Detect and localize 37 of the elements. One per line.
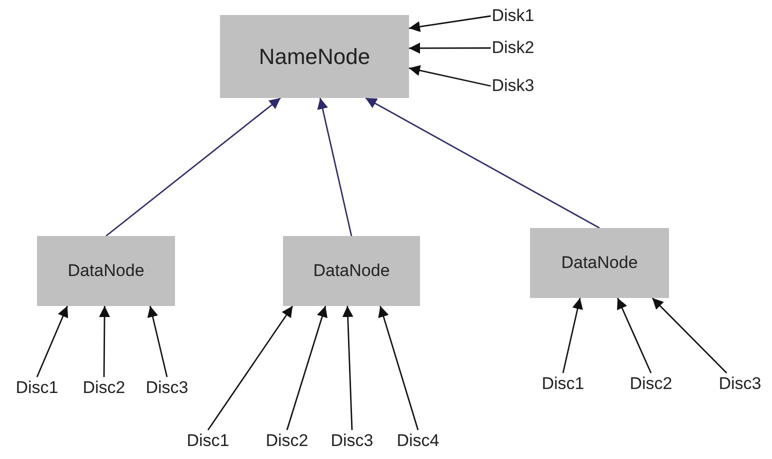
disk-label: Disc1 (542, 374, 584, 394)
arrow (408, 15, 491, 32)
arrow (36, 306, 68, 378)
arrow (652, 298, 728, 374)
disk-label: Disc1 (16, 378, 58, 398)
disk-label: Disc4 (396, 431, 440, 451)
node-label: DataNode (313, 261, 390, 281)
arrow (562, 298, 583, 374)
disk-label: Disc3 (718, 374, 762, 394)
disk-label: Disk3 (492, 76, 534, 96)
node-box (220, 15, 409, 98)
arrow (99, 306, 110, 377)
arrow (317, 98, 352, 236)
disk-label: Disc3 (330, 431, 374, 451)
disk-label: Disc3 (146, 378, 188, 398)
disk-label: Disk2 (492, 38, 534, 58)
arrow (616, 298, 652, 374)
node-box (37, 236, 175, 306)
disk-label: Disc2 (630, 374, 672, 394)
node-box (283, 236, 420, 306)
arrow (378, 306, 419, 430)
node-box (530, 228, 669, 298)
disk-label: Disk1 (492, 6, 534, 26)
arrow (365, 97, 600, 229)
arrow (286, 306, 328, 430)
arrow (207, 306, 294, 430)
disk-label: Disc1 (186, 431, 230, 451)
node-label: NameNode (258, 44, 370, 70)
node-label: DataNode (561, 253, 638, 273)
arrow (408, 65, 491, 87)
arrow (147, 306, 168, 378)
node-label: DataNode (68, 261, 144, 281)
arrow (409, 42, 491, 54)
disk-label: Disc2 (266, 431, 308, 451)
arrow (342, 306, 354, 430)
disk-label: Disc2 (82, 378, 126, 398)
arrow (106, 97, 281, 237)
